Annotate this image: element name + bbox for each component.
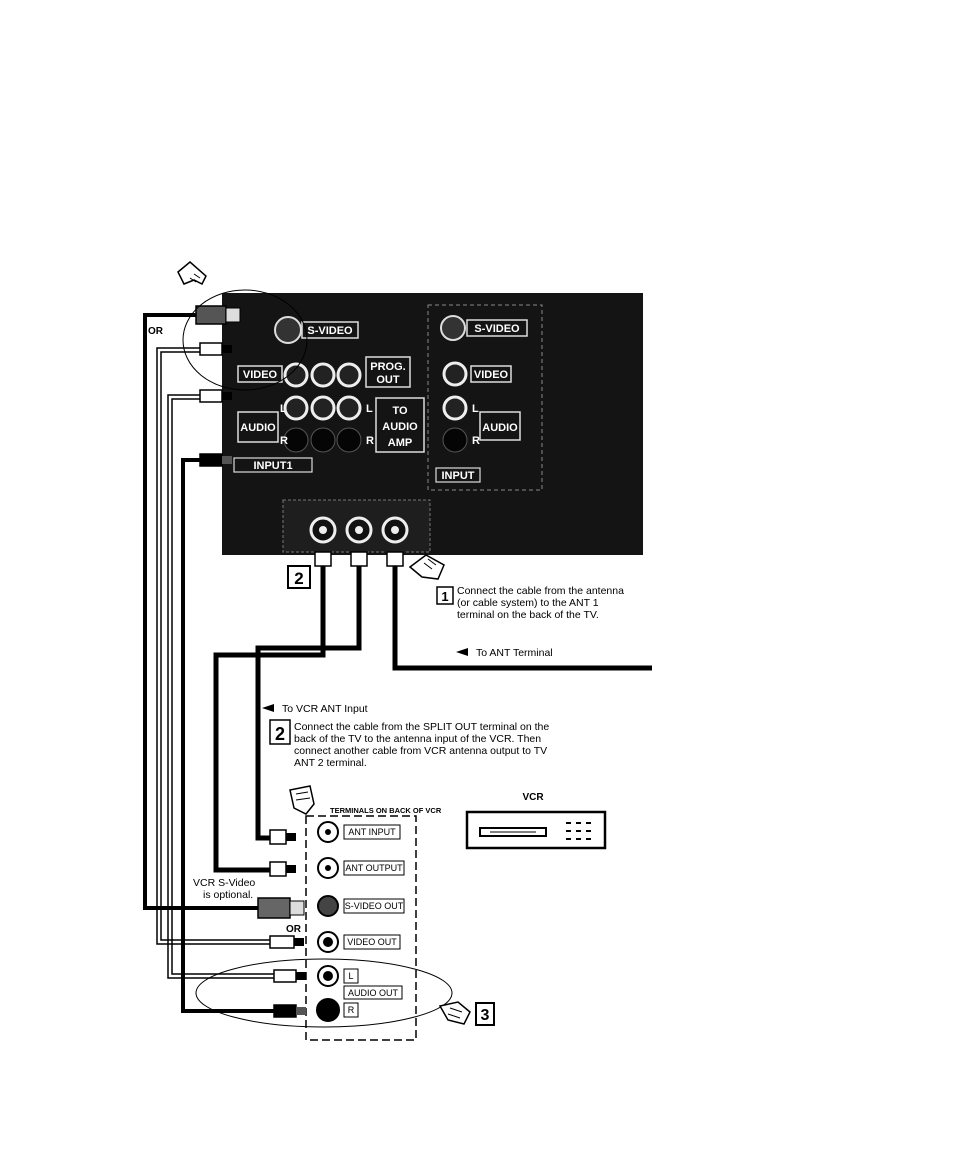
or-label-top: OR (148, 326, 164, 337)
audio-r-label: R (280, 435, 288, 447)
vcr-svideo-optional-2: is optional. (203, 889, 253, 901)
video-jack-3 (336, 362, 362, 388)
prog-out-label-1: PROG. (370, 361, 405, 373)
tv-back-panel: S-VIDEO VIDEO PROG. OUT AUDIO L L R R TO… (222, 293, 643, 555)
step1-line-3: terminal on the back of the TV. (457, 609, 599, 621)
hand-pointer-vcr-icon (289, 785, 315, 815)
vcr-ant-output-label: ANT OUTPUT (345, 863, 403, 873)
vcr-video-out-label: VIDEO OUT (347, 937, 397, 947)
svideo-label: S-VIDEO (307, 325, 353, 337)
vcr-or-label: OR (286, 924, 302, 935)
vcr-side-plugs (257, 829, 306, 1018)
step2-badge-top: 2 (287, 565, 311, 589)
input2-svideo-jack (440, 315, 466, 341)
input2-audio-r-jack (442, 427, 468, 453)
highlight-oval-bottom (195, 958, 453, 1028)
svg-text:2: 2 (294, 569, 303, 588)
to-audio-amp-1: TO (392, 405, 408, 417)
step1-line-1: Connect the cable from the antenna (457, 585, 624, 597)
vcr-ant-input-label: ANT INPUT (348, 827, 396, 837)
input2-svideo-label: S-VIDEO (474, 323, 520, 335)
step1-line-2: (or cable system) to the ANT 1 (457, 597, 599, 609)
svg-text:To VCR ANT Input: To VCR ANT Input (282, 703, 368, 715)
prog-out-label-2: OUT (376, 374, 400, 386)
step2-note: 2 Connect the cable from the SPLIT OUT t… (269, 719, 549, 769)
step2-line-4: ANT 2 terminal. (294, 757, 367, 769)
tv-side-plugs (195, 305, 404, 567)
step1-note: 1 Connect the cable from the antenna (or… (436, 585, 624, 621)
step2-line-1: Connect the cable from the SPLIT OUT ter… (294, 721, 549, 733)
step2-line-3: connect another cable from VCR antenna o… (294, 745, 547, 757)
video-jack-2 (310, 362, 336, 388)
input2-audio-label: AUDIO (482, 422, 518, 434)
to-audio-amp-3: AMP (388, 437, 412, 449)
svg-text:To ANT Terminal: To ANT Terminal (476, 647, 553, 659)
svg-text:2: 2 (275, 724, 285, 744)
vcr-svideo-out-label: S-VIDEO OUT (345, 901, 404, 911)
step2-line-2: back of the TV to the antenna input of t… (294, 733, 541, 745)
vcr-terminals-title: TERMINALS ON BACK OF VCR (330, 806, 442, 815)
video-jack-1 (283, 362, 309, 388)
to-ant-terminal-label: To ANT Terminal (456, 647, 553, 659)
input2-label: INPUT (442, 470, 475, 482)
to-vcr-ant-input-label: To VCR ANT Input (262, 703, 368, 715)
hand-pointer-step3-icon (438, 1001, 471, 1025)
input2-video-jack (442, 361, 468, 387)
vcr-terminals: TERMINALS ON BACK OF VCR ANT INPUT ANT O… (305, 806, 442, 1041)
audio-l-jack-3 (336, 395, 362, 421)
to-audio-amp-r: R (366, 435, 374, 447)
svideo-jack (274, 316, 302, 344)
vcr-svideo-optional-1: VCR S-Video (193, 877, 255, 889)
to-audio-amp-2: AUDIO (382, 421, 418, 433)
audio-r-jack-2 (310, 427, 336, 453)
audio-l-jack-1 (283, 395, 309, 421)
vcr-audio-out-label: AUDIO OUT (348, 988, 399, 998)
input1-label: INPUT1 (253, 460, 292, 472)
svg-text:3: 3 (481, 1007, 490, 1024)
av-cables (143, 313, 652, 1013)
vcr-svideo-out-jack (317, 895, 339, 917)
svg-text:1: 1 (441, 589, 448, 604)
hand-pointer-ant-icon (408, 554, 445, 580)
audio-l-label: L (280, 403, 287, 415)
audio-r-jack-3 (336, 427, 362, 453)
vcr-audio-r-jack (316, 998, 340, 1022)
to-audio-amp-l: L (366, 403, 373, 415)
audio-label: AUDIO (240, 422, 276, 434)
hand-pointer-icon (177, 261, 207, 286)
audio-l-jack-2 (310, 395, 336, 421)
highlight-oval-top (182, 289, 308, 391)
step3-badge: 3 (475, 1002, 495, 1026)
video-label: VIDEO (243, 369, 278, 381)
vcr-title: VCR (522, 792, 544, 803)
input2-video-label: VIDEO (474, 369, 509, 381)
input2-r-label: R (472, 435, 480, 447)
vcr-device: VCR (465, 792, 607, 850)
input2-l-label: L (472, 403, 479, 415)
vcr-audio-r-label: R (348, 1005, 355, 1015)
input2-audio-l-jack (442, 395, 468, 421)
audio-r-jack-1 (283, 427, 309, 453)
vcr-audio-l-label: L (348, 971, 353, 981)
